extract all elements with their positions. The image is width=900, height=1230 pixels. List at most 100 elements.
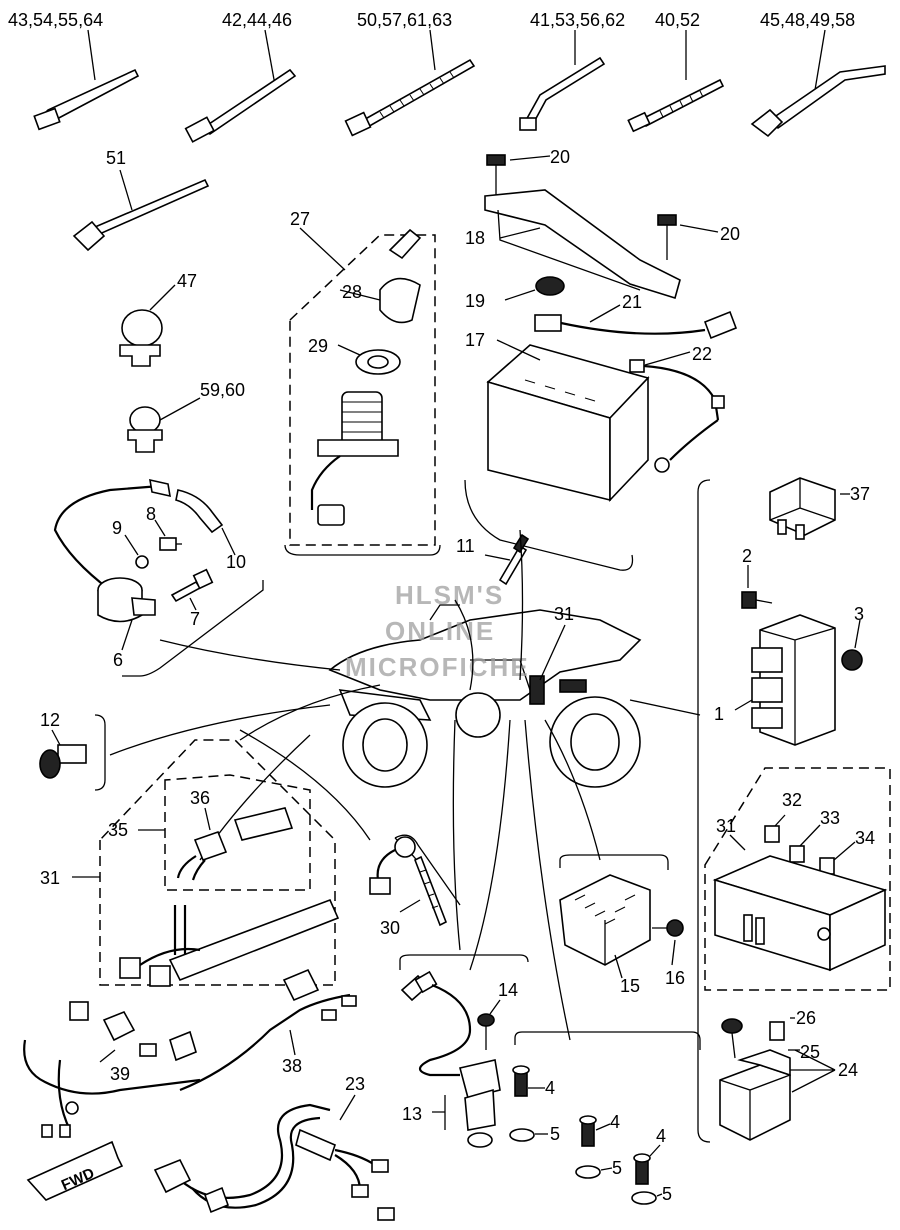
callout-5-c: 5 bbox=[662, 1184, 672, 1204]
fuse-25 bbox=[769, 1017, 800, 1051]
grommet-19 bbox=[504, 276, 565, 301]
fuse-34 bbox=[819, 841, 856, 875]
callout-15: 15 bbox=[620, 976, 640, 996]
callout-4-a: 4 bbox=[545, 1078, 555, 1098]
callout-41-53-56-62: 41,53,56,62 bbox=[530, 10, 625, 30]
switch-12 bbox=[39, 729, 87, 779]
callout-38: 38 bbox=[282, 1056, 302, 1076]
cable-tie-51 bbox=[72, 169, 210, 252]
washer-5-c bbox=[631, 1191, 663, 1205]
coil-group-wiring bbox=[53, 478, 224, 591]
callout-51: 51 bbox=[106, 148, 126, 168]
wire-harness-38 bbox=[139, 968, 357, 1092]
callout-3: 3 bbox=[854, 604, 864, 624]
callout-23: 23 bbox=[345, 1074, 365, 1094]
cable-tie-group-41 bbox=[519, 30, 606, 131]
callout-24: 24 bbox=[838, 1060, 858, 1080]
plug-cap-10 bbox=[221, 527, 236, 556]
callout-31-harness: 31 bbox=[40, 868, 60, 888]
lead-36 bbox=[176, 807, 294, 881]
callout-26: 26 bbox=[796, 1008, 816, 1028]
screw-4-b bbox=[579, 1115, 611, 1147]
callout-47: 47 bbox=[177, 271, 197, 291]
callout-34: 34 bbox=[855, 828, 875, 848]
washer-5-a bbox=[509, 1128, 548, 1142]
battery-lead-21 bbox=[534, 304, 738, 340]
switch-nut-29 bbox=[337, 344, 401, 375]
callout-32: 32 bbox=[782, 790, 802, 810]
callout-5-b: 5 bbox=[612, 1158, 622, 1178]
watermark-line-3: MICROFICHE bbox=[345, 652, 530, 682]
callout-2: 2 bbox=[742, 546, 752, 566]
callout-21: 21 bbox=[622, 292, 642, 312]
callout-45-48-49-58: 45,48,49,58 bbox=[760, 10, 855, 30]
starter-relay-24 bbox=[719, 1049, 836, 1141]
callout-8: 8 bbox=[146, 504, 156, 524]
callout-13: 13 bbox=[402, 1104, 422, 1124]
fuse-32 bbox=[764, 814, 786, 843]
callout-16: 16 bbox=[665, 968, 685, 988]
clamp-59-60 bbox=[127, 397, 201, 453]
callout-33: 33 bbox=[820, 808, 840, 828]
callout-28: 28 bbox=[342, 282, 362, 302]
callout-43-54-55-64: 43,54,55,64 bbox=[8, 10, 103, 30]
cable-tie-group-42 bbox=[184, 29, 297, 143]
callout-7: 7 bbox=[190, 609, 200, 629]
callout-35: 35 bbox=[108, 820, 128, 840]
lead-30 bbox=[369, 836, 448, 927]
relay-37 bbox=[769, 477, 850, 540]
callout-17: 17 bbox=[465, 330, 485, 350]
callout-20-right: 20 bbox=[720, 224, 740, 244]
battery-band-18 bbox=[484, 189, 681, 300]
harness-sub-box-35 bbox=[164, 774, 311, 891]
watermark-line-2: ONLINE bbox=[385, 616, 495, 646]
bolt-20-top bbox=[486, 154, 551, 195]
callout-22: 22 bbox=[692, 344, 712, 364]
harness-box-31 bbox=[99, 739, 336, 986]
cable-tie-group-40 bbox=[627, 30, 725, 133]
callout-5-a: 5 bbox=[550, 1124, 560, 1144]
bolt-26 bbox=[721, 1018, 743, 1059]
bolt-16 bbox=[652, 919, 684, 966]
callout-19: 19 bbox=[465, 291, 485, 311]
watermark: HLSM'S ONLINE MICROFICHE bbox=[345, 580, 530, 682]
callout-11: 11 bbox=[456, 536, 475, 556]
ignition-coil-6 bbox=[97, 577, 156, 651]
bolt-2 bbox=[741, 565, 773, 609]
callout-36: 36 bbox=[190, 788, 210, 808]
watermark-line-1: HLSM'S bbox=[395, 580, 504, 610]
callout-14: 14 bbox=[498, 980, 518, 1000]
callout-18: 18 bbox=[465, 228, 485, 248]
callout-9: 9 bbox=[112, 518, 122, 538]
grommet-3 bbox=[841, 619, 863, 671]
cdi-unit-1 bbox=[734, 614, 836, 746]
wire-harness-31 bbox=[119, 898, 340, 987]
callout-59-60: 59,60 bbox=[200, 380, 245, 400]
clamp-47 bbox=[119, 284, 176, 367]
fuse-33 bbox=[789, 824, 821, 863]
callout-20-top: 20 bbox=[550, 147, 570, 167]
callout-1: 1 bbox=[714, 704, 724, 724]
main-switch-box bbox=[289, 234, 436, 546]
right-group-bracket bbox=[697, 479, 711, 1143]
callout-6: 6 bbox=[113, 650, 123, 670]
bolt-7 bbox=[170, 568, 214, 611]
bolt-14 bbox=[477, 999, 501, 1050]
callout-25: 25 bbox=[800, 1042, 820, 1062]
screw-4-a bbox=[512, 1065, 545, 1097]
coil-group-bracket bbox=[122, 580, 264, 677]
bolt-20-right bbox=[657, 214, 719, 260]
bolt-8 bbox=[154, 519, 182, 551]
sensor-lead-13 bbox=[400, 970, 501, 1148]
battery-17 bbox=[486, 339, 650, 503]
cable-tie-group-45 bbox=[750, 29, 886, 138]
callout-4-b: 4 bbox=[610, 1112, 620, 1132]
ignition-key-28 bbox=[339, 228, 422, 324]
callout-30: 30 bbox=[380, 918, 400, 938]
callout-29: 29 bbox=[308, 336, 328, 356]
callout-42-44-46: 42,44,46 bbox=[222, 10, 292, 30]
callout-37: 37 bbox=[850, 484, 870, 504]
washer-5-b bbox=[575, 1165, 613, 1179]
battery-lead-22 bbox=[629, 351, 725, 473]
main-switch-body bbox=[310, 391, 399, 526]
